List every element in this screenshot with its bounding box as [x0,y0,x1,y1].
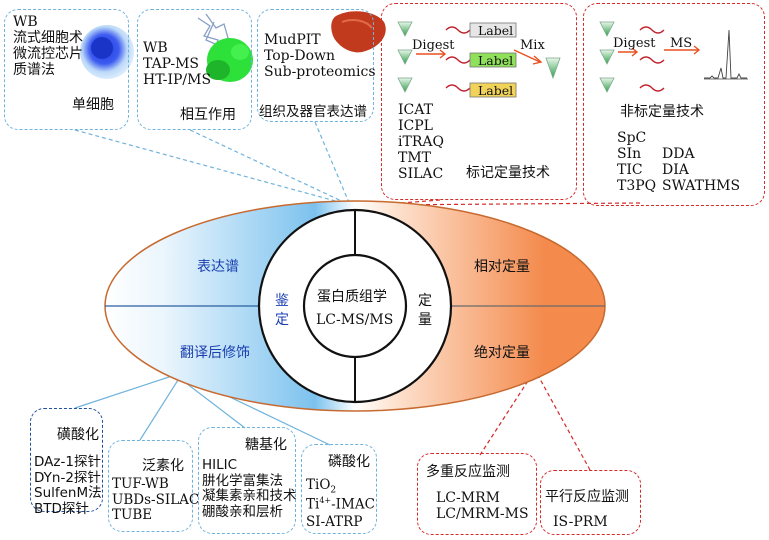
method-item: SI-ATRP [306,514,363,530]
subscript: 2 [330,485,337,496]
method-item: HT-IP/MS [143,72,212,89]
method-item: DAz-1探针 [34,454,101,470]
method-item: Sub-proteomics [264,64,376,81]
expression-profile-label: 表达谱 [197,259,239,275]
label-tag: Label [478,83,514,98]
method-item: TAP-MS [143,56,199,73]
labeled-workflow [397,21,561,98]
tissue-methods: MudPIT Top-Down Sub-proteomics [264,32,376,80]
phosphorylation-title: 磷酸化 [328,454,370,470]
ubiquitination-methods: TUF-WB UBDs-SILAC TUBE [112,476,200,524]
method-item: SWATHMS [662,178,741,195]
method-item: DDA [662,146,695,162]
interaction-title: 相互作用 [180,107,236,123]
method-item: SILAC [398,166,444,183]
sulfenylation-box [30,408,103,512]
relative-quant-label: 相对定量 [474,259,530,275]
label-free-col1: SpC SIn TIC T3PQ [617,130,656,194]
labeled-quant-box [381,3,577,200]
ms-label: MS [670,36,693,51]
mix-label: Mix [520,38,545,53]
method-ti-imac: Ti4+-IMAC [306,496,375,513]
glycosylation-box [198,427,296,534]
method-item: TUF-WB [112,476,169,492]
method-item: T3PQ [617,178,657,195]
method-item: BTD探针 [34,500,89,517]
mrm-title: 多重反应监测 [426,464,510,480]
method-item: WB [13,14,38,30]
label-tag: Label [478,53,514,68]
glycosylation-title: 糖基化 [245,437,287,453]
method-item: DIA [662,162,689,179]
method-item: UBDs-SILAC [112,491,200,508]
identification-label: 鉴定 [275,293,289,328]
prm-box [540,470,641,535]
single-cell-methods: WB 流式细胞术 微流控芯片 质谱法 [13,14,83,78]
superscript: 4+ [319,496,332,505]
method-item: 质谱法 [13,62,55,79]
digest-label: Digest [412,38,455,53]
label-free-title: 非标定量技术 [620,104,704,120]
single-cell-title: 单细胞 [72,97,114,113]
method-item: TIC [617,162,643,179]
label-free-box [583,3,765,206]
single-cell-box [4,9,129,130]
label-tag: Label [478,23,514,38]
sulfenylation-methods: DAz-1探针 DYn-2探针 SulfenM法 BTD探针 [34,454,102,517]
phosphorylation-box [301,444,377,534]
proteomics-title: 蛋白质组学 [317,289,387,305]
ubiquitination-box [108,440,193,532]
method-item: MudPIT [264,32,321,48]
digest-label: Digest [613,36,656,51]
mrm-box [417,453,537,535]
method-item: -IMAC [331,496,375,513]
method-item: ICPL [398,118,433,135]
prm-title: 平行反应监测 [545,489,629,505]
method-item: TiO [306,477,331,493]
labeled-quant-title: 标记定量技术 [466,165,550,181]
method-item: 微流控芯片 [13,46,83,63]
method-item: SulfenM法 [34,485,102,502]
interaction-methods: WB TAP-MS HT-IP/MS [143,40,211,88]
method-item: WB [143,40,168,56]
absolute-quant-label: 绝对定量 [474,345,530,361]
glycosylation-methods: HILIC 肼化学富集法 凝集素亲和技术 硼酸亲和层析 [202,457,297,520]
method-item: IS-PRM [553,514,608,530]
method-item: LC-MRM [436,490,500,506]
label-free-col2: DDA DIA SWATHMS [662,146,740,194]
method-tio2: TiO2 [306,477,336,496]
method-item: Top-Down [264,48,336,65]
tissue-title: 组织及器官表达谱 [259,104,367,120]
labeled-methods: ICAT ICPL iTRAQ TMT SILAC [398,102,444,182]
ptm-label: 翻译后修饰 [180,345,250,361]
method-item: TMT [398,150,432,167]
method-item: iTRAQ [398,134,444,151]
top-connectors [74,121,351,206]
sulfenylation-title: 磺酸化 [57,427,99,443]
interaction-box [137,9,252,130]
label-free-workflow [599,21,748,93]
method-item: ICAT [398,102,433,118]
method-item: DYn-2探针 [34,469,101,486]
method-item: SpC [617,130,647,146]
lcmsms-label: LC-MS/MS [316,312,394,328]
method-item: TUBE [112,507,153,524]
method-item: 肼化学富集法 [202,472,283,489]
ubiquitination-title: 泛素化 [142,458,184,474]
tissue-box [257,9,374,122]
inner-ring [302,253,408,359]
method-item: 凝集素亲和技术 [202,488,297,505]
method-item: 硼酸亲和层析 [202,503,283,520]
quantification-label: 定量 [418,293,432,328]
method-item: 流式细胞术 [13,30,83,47]
mrm-methods: LC-MRM LC/MRM-MS [436,490,529,522]
protein-structure-image [197,13,253,82]
method-item: SIn [617,146,642,163]
method-item: HILIC [202,457,238,473]
method-item: Ti [306,496,320,513]
method-item: LC/MRM-MS [436,506,529,523]
